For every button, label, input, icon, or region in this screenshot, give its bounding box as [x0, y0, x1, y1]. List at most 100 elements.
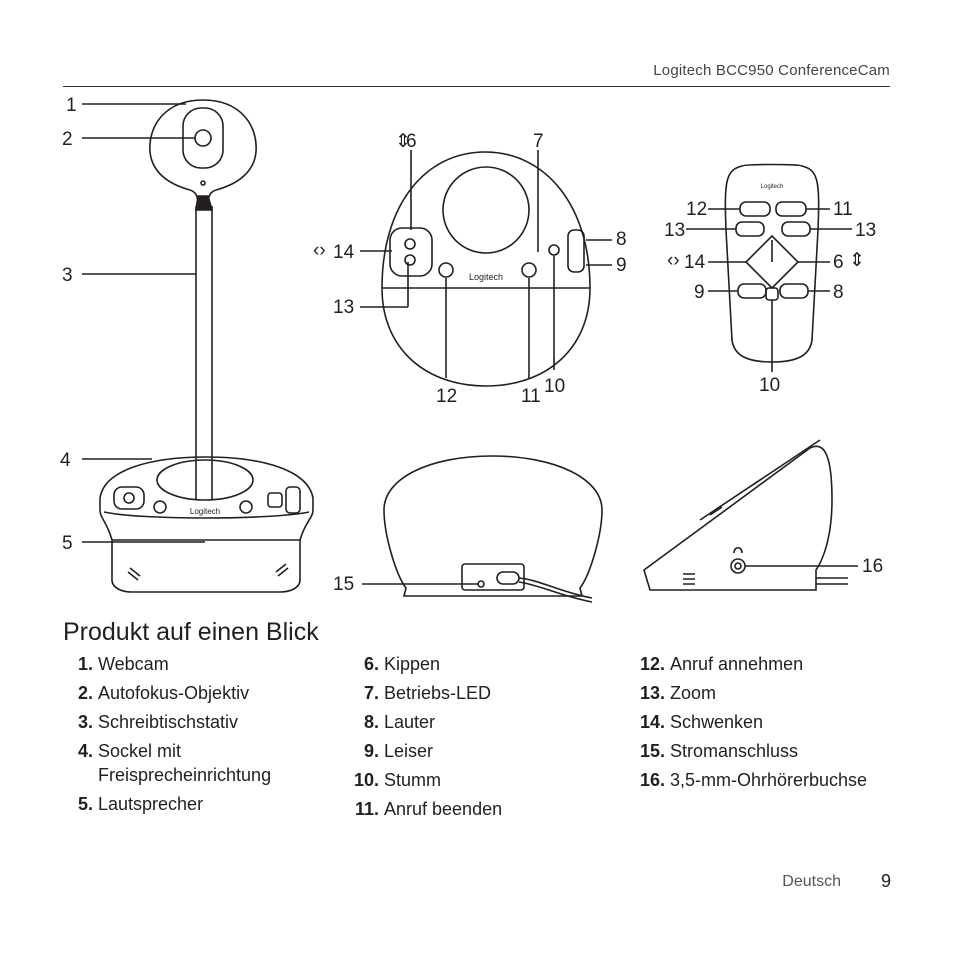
legend-item-label: Betriebs-LED [384, 683, 492, 703]
callout-5: 5 [62, 533, 73, 554]
legend-item-label: Lautsprecher [98, 794, 204, 814]
legend-item-label: Stumm [384, 770, 442, 790]
remote-zoom-in-button [735, 221, 765, 237]
remote-zoom-out-button [781, 221, 811, 237]
callout-6: 6 [406, 131, 417, 152]
headphone-icon [733, 546, 743, 554]
remote-callout-12: 12 [686, 199, 707, 220]
legend-item-number: 8. [363, 712, 379, 732]
legend-item-number: 9. [363, 741, 379, 761]
base-top-recess [156, 459, 254, 501]
legend-item-label: Schwenken [670, 712, 764, 732]
base-rear-view [362, 455, 603, 603]
callout-15: 15 [333, 574, 354, 595]
header-title: Logitech BCC950 ConferenceCam [653, 62, 890, 79]
callout-9: 9 [616, 255, 627, 276]
legend-item-label: Anruf beenden [384, 799, 503, 819]
conferencecam-illustration: Logitech [99, 99, 314, 593]
callout-14: 14 [333, 242, 355, 263]
callouts-middle [360, 150, 612, 378]
base-side-view [643, 439, 858, 591]
speaker-vents [127, 563, 289, 581]
legend-item-number: 10. [353, 770, 379, 790]
legend-item: 13.Zoom [635, 681, 895, 705]
base-controls: Logitech [113, 486, 301, 516]
legend-column-1: 1.Webcam 2.Autofokus-Objektiv 3.Schreibtis… [63, 652, 333, 821]
base-unit [99, 456, 314, 593]
product-diagram: Logitech 1 2 3 4 5 Logitech [60, 95, 883, 603]
header-rule [63, 86, 890, 87]
mute-button [548, 244, 560, 256]
callout-13: 13 [333, 297, 354, 318]
legend-item-label: Zoom [670, 683, 717, 703]
page-number: 9 [880, 871, 891, 891]
legend-item: 15.Stromanschluss [635, 739, 895, 763]
autofocus-lens [194, 129, 212, 147]
callout-2: 2 [62, 129, 73, 150]
tilt-arrows-icon: ⇕ [395, 131, 411, 152]
remote-callout-10: 10 [759, 375, 780, 396]
legend-item-label: Webcam [98, 654, 169, 674]
stand-joint [195, 195, 214, 211]
base-edge [103, 511, 310, 519]
legend-item: 16.3,5-mm-Ohrhörerbuchse [635, 768, 895, 792]
legend-item-number: 7. [363, 683, 379, 703]
legend-item-number: 11. [354, 799, 379, 819]
legend-item-number: 6. [363, 654, 379, 674]
legend-item-label: 3,5-mm-Ohrhörerbuchse [670, 770, 868, 790]
remote-answer-button [739, 201, 771, 217]
callout-1: 1 [66, 95, 77, 116]
legend-item-label: Autofokus-Objektiv [98, 683, 250, 703]
callout-4: 4 [60, 450, 71, 471]
remote-callout-9: 9 [694, 282, 705, 303]
side-cable [816, 577, 848, 585]
end-call-button [521, 262, 537, 278]
volume-rocker [567, 229, 585, 273]
webcam-head [149, 99, 257, 207]
headphone-jack [730, 558, 746, 574]
callout-10: 10 [544, 376, 565, 397]
side-vents [683, 573, 695, 585]
legend-item-number: 1. [77, 654, 93, 674]
legend-item: 4.Sockel mit Freisprecheinrichtung [63, 739, 333, 787]
legend-item-label: Lauter [384, 712, 436, 732]
remote-callout-6: 6 [833, 252, 844, 273]
remote-end-button [775, 201, 807, 217]
legend-item-number: 16. [639, 770, 665, 790]
camera-led [200, 180, 206, 186]
callouts-right [686, 208, 852, 372]
legend-item: 12.Anruf annehmen [635, 652, 895, 676]
legend-item-label: Kippen [384, 654, 441, 674]
legend-item-label: Stromanschluss [670, 741, 799, 761]
legend-item: 5.Lautsprecher [63, 792, 333, 816]
top-logo-text: Logitech [469, 272, 503, 282]
legend-item: 1.Webcam [63, 652, 333, 676]
remote-callout-13-left: 13 [664, 220, 685, 241]
legend-item-label: Leiser [384, 741, 434, 761]
section-title: Produkt auf einen Blick [63, 618, 319, 646]
remote-mute [765, 287, 779, 301]
remote-callout-11: 11 [833, 199, 853, 220]
legend-item: 3.Schreibtischstativ [63, 710, 333, 734]
pan-arrows-icon: ‹› [313, 240, 326, 261]
remote-vol-down [737, 283, 767, 299]
legend-item-number: 12. [639, 654, 665, 674]
legend-item: 2.Autofokus-Objektiv [63, 681, 333, 705]
remote-callout-14: 14 [684, 252, 706, 273]
base-top-view: Logitech [381, 151, 591, 387]
legend-item: 6.Kippen [349, 652, 609, 676]
answer-call-button [438, 262, 454, 278]
callouts-left [82, 103, 205, 543]
legend-item: 9.Leiser [349, 739, 609, 763]
callout-12: 12 [436, 386, 457, 407]
legend-item: 14.Schwenken [635, 710, 895, 734]
remote-vol-up [779, 283, 809, 299]
base-logo-text: Logitech [190, 507, 220, 516]
legend-item: 10.Stumm [349, 768, 609, 792]
legend-item-label: Sockel mit Freisprecheinrichtung [98, 741, 272, 785]
callout-8: 8 [616, 229, 627, 250]
remote-tilt-arrows-icon: ⇕ [849, 250, 865, 271]
power-cable [518, 577, 593, 599]
remote-logo-text: Logitech [761, 184, 784, 190]
